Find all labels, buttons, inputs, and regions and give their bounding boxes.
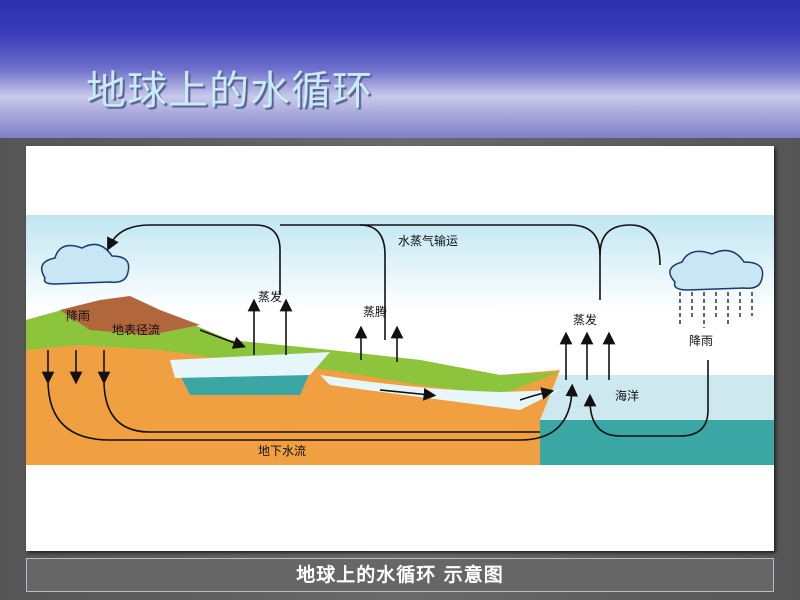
rain-lines (679, 292, 753, 328)
slide-title: 地球上的水循环 (86, 68, 373, 114)
cloud-icon-left (40, 243, 130, 285)
slide-header: 地球上的水循环 (0, 0, 800, 138)
mountain (60, 296, 200, 335)
label-surface-runoff: 地表径流 (112, 323, 160, 337)
diagram-caption: 地球上的水循环 示意图 (26, 558, 774, 592)
label-groundwater-flow: 地下水流 (258, 444, 306, 458)
sky (26, 215, 774, 310)
lake (180, 372, 310, 395)
ocean-deep (540, 420, 774, 465)
label-evaporation-sea: 蒸发 (573, 312, 597, 327)
label-evaporation-land: 蒸发 (258, 289, 282, 304)
river (320, 375, 560, 410)
cloud-icon-right (669, 249, 764, 291)
label-ocean: 海洋 (615, 388, 639, 403)
label-rain-sea: 降雨 (689, 334, 713, 348)
label-rain-land: 降雨 (66, 309, 90, 323)
lake-surface (170, 352, 330, 378)
label-vapor-transport: 水蒸气输运 (398, 233, 458, 248)
label-transpiration: 蒸腾 (363, 304, 387, 319)
flow-arrows (41, 224, 709, 441)
